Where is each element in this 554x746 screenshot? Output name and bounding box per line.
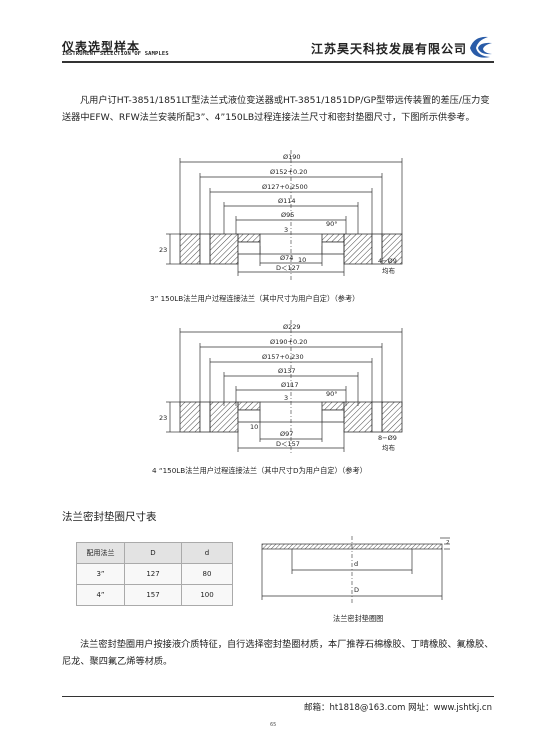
- fig1-dim-raised: Ø127+0.2500: [262, 183, 308, 191]
- company-name: 江苏昊天科技发展有限公司: [311, 42, 468, 56]
- fig2-dim-3: 3: [284, 394, 288, 402]
- table-row: 3” 127 80: [76, 563, 233, 585]
- header-title: 仪表选型样本: [62, 40, 141, 54]
- company-logo-icon: [470, 36, 492, 58]
- flange-4in-drawing: Ø229 Ø190+0.20 Ø157+0.230 Ø137 Ø117 90° …: [159, 320, 403, 454]
- table-cell: 3”: [76, 563, 125, 585]
- fig1-dim-10: 10: [298, 256, 306, 264]
- table-header: 配用法兰: [76, 542, 125, 564]
- gasket-label-D: D: [354, 586, 359, 594]
- material-note: 法兰密封垫圈用户按接液介质特征，自行选择密封垫圈材质，本厂推荐石棉橡胶、丁晴橡胶…: [62, 639, 494, 667]
- table-cell: 100: [181, 584, 233, 606]
- footer-contact: 邮箱：ht1818@163.com 网址：www.jshtkj.cn: [304, 703, 492, 713]
- gasket-drawing: d D 2: [261, 536, 450, 604]
- fig2-dim-10: 10: [250, 423, 258, 431]
- header-rule: [62, 61, 494, 63]
- table-cell: 80: [181, 563, 233, 585]
- fig2-holes-note: 均布: [382, 443, 396, 452]
- fig2-caption: 4 “150LB法兰用户过程连接法兰（其中尺寸D为用户自定）（参考）: [152, 466, 367, 475]
- fig2-dim-117: Ø117: [281, 381, 299, 389]
- table-header: d: [181, 542, 233, 564]
- fig1-caption: 3” 150LB法兰用户过程连接法兰（其中尺寸为用户自定）（参考）: [150, 294, 360, 303]
- fig2-dim-23: 23: [159, 414, 167, 422]
- table-header: D: [124, 542, 182, 564]
- intro-paragraph: 凡用户订HT-3851/1851LT型法兰式液位变送器或HT-3851/1851…: [62, 95, 490, 123]
- table-cell: 127: [124, 563, 182, 585]
- fig1-holes: 4−Ø9: [378, 257, 397, 265]
- fig2-angle: 90°: [326, 390, 338, 398]
- table-row: 4” 157 100: [76, 584, 233, 606]
- fig1-dim-74: Ø74: [280, 254, 293, 262]
- fig2-dim-bolt: Ø190+0.20: [270, 338, 307, 346]
- gasket-label-thickness: 2: [446, 540, 450, 546]
- fig2-dim-D: D＜157: [276, 440, 300, 448]
- fig1-dim-23: 23: [159, 246, 167, 254]
- table-cell: 157: [124, 584, 182, 606]
- fig1-holes-note: 均布: [382, 266, 396, 275]
- fig2-dim-raised: Ø157+0.230: [262, 353, 304, 361]
- gasket-label-d: d: [354, 560, 358, 568]
- fig2-holes: 8−Ø9: [378, 434, 397, 442]
- footer-rule: [62, 696, 494, 697]
- fig2-dim-outer: Ø229: [283, 323, 301, 331]
- fig2-dim-97: Ø97: [280, 430, 293, 438]
- fig2-dim-137: Ø137: [278, 367, 296, 375]
- fig1-dim-bolt: Ø152+0.20: [270, 168, 307, 176]
- table-header-row: 配用法兰 D d: [76, 542, 233, 564]
- gasket-section-title: 法兰密封垫圈尺寸表: [62, 511, 157, 523]
- fig1-dim-114: Ø114: [278, 197, 296, 205]
- table-cell: 4”: [76, 584, 125, 606]
- gasket-size-table: 配用法兰 D d 3” 127 80 4” 157 100: [76, 542, 233, 606]
- fig1-dim-3: 3: [284, 226, 288, 234]
- fig1-dim-outer: Ø190: [283, 153, 301, 161]
- fig1-angle: 90°: [326, 220, 338, 228]
- page-number: 65: [270, 722, 277, 728]
- header-subtitle: INSTRUMENT SELECTION OF SAMPLES: [62, 51, 169, 57]
- flange-3in-drawing: Ø190 Ø152+0.20 Ø127+0.2500 Ø114 Ø95 90° …: [159, 150, 403, 280]
- fig1-dim-95: Ø95: [281, 211, 294, 219]
- fig1-dim-D: D＜127: [276, 264, 300, 272]
- gasket-diagram-caption: 法兰密封垫圈图: [333, 614, 384, 623]
